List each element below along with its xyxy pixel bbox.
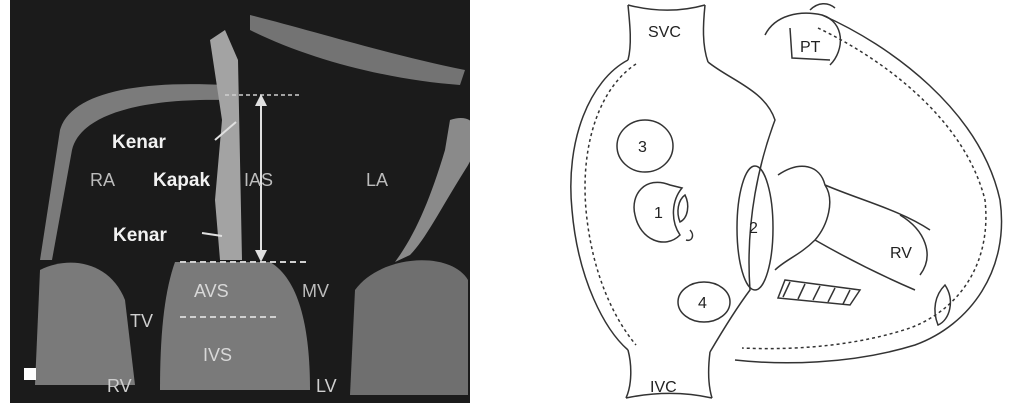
oval-1-label: 1	[654, 205, 663, 222]
rv-label-drawing: RV	[890, 245, 912, 262]
oval-4-label: 4	[698, 295, 707, 312]
heart-line-drawing: SVC PT 3 1 2 RV 4 IVC	[560, 0, 1011, 403]
ias-label: IAS	[244, 170, 273, 190]
rv-label: RV	[107, 376, 132, 396]
oval-3-label: 3	[638, 139, 647, 156]
oval-2-label: 2	[749, 220, 758, 237]
echocardiogram-image: Kenar Kapak Kenar RA IAS LA AVS MV TV IV…	[10, 0, 470, 403]
tv-label: TV	[130, 311, 153, 331]
la-label: LA	[366, 170, 388, 190]
mv-label: MV	[302, 281, 329, 301]
ivs-label: IVS	[203, 345, 232, 365]
avs-label: AVS	[194, 281, 229, 301]
lv-label: LV	[316, 376, 337, 396]
kenar-bottom-label: Kenar	[113, 225, 167, 246]
kenar-top-label: Kenar	[112, 132, 166, 153]
kapak-label: Kapak	[153, 170, 210, 191]
ivc-label: IVC	[650, 379, 677, 396]
ra-label: RA	[90, 170, 115, 190]
pt-label: PT	[800, 39, 821, 56]
svc-label: SVC	[648, 24, 681, 41]
